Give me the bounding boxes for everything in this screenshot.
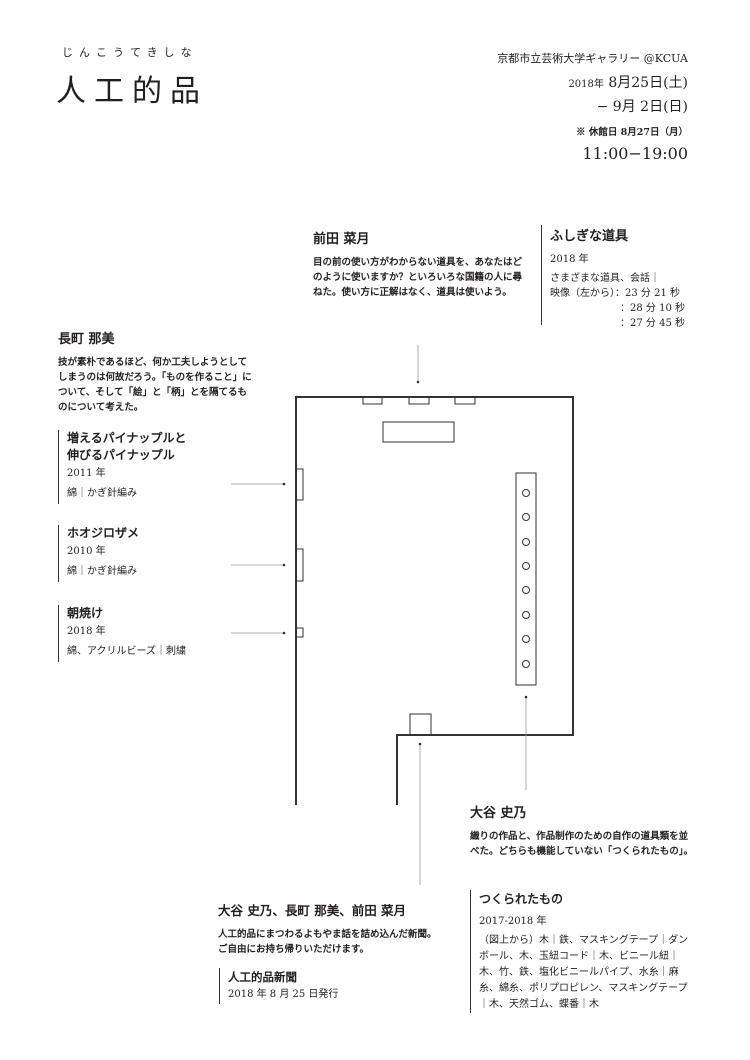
artist-statement: 織りの作品と、作品制作のための自作の道具類を並べた。どちらも機能していない「つく… xyxy=(470,831,693,857)
work-video-3: ：27 分 45 秒 xyxy=(620,318,685,329)
work-title: つくられたもの xyxy=(479,892,564,906)
work-materials: 綿｜かぎ針編み xyxy=(67,566,137,577)
artist-name: 長町 那美 xyxy=(58,332,115,347)
date-year: 2018年 xyxy=(568,79,604,90)
work-title-2: 伸びるパイナップル xyxy=(67,448,175,462)
work-tsukurareta: つくられたもの 2017-2018 年 （図上から）木｜鉄、マスキングテープ｜ダ… xyxy=(470,890,694,1013)
joint-project: 大谷 史乃、長町 那美、前田 菜月 人工的品にまつわるよもやま話を詰め込んだ新聞… xyxy=(218,900,443,957)
table xyxy=(382,421,455,443)
work-year: 2018 年 xyxy=(550,254,589,265)
work-year: 2018 年 xyxy=(67,626,106,637)
work-title: ホオジロザメ xyxy=(67,526,140,540)
artist-otani: 大谷 史乃 織りの作品と、作品制作のための自作の道具類を並べた。どちらも機能して… xyxy=(470,802,695,859)
artist-names: 大谷 史乃、長町 那美、前田 菜月 xyxy=(218,903,407,918)
joint-statement: 人工的品にまつわるよもやま話を詰め込んだ新聞。ご自由にお持ち帰りいただけます。 xyxy=(218,929,437,955)
gallery-wall xyxy=(295,396,574,805)
work-title: ふしぎな道具 xyxy=(550,229,629,244)
work-hoojirozame: ホオジロザメ 2010 年 綿｜かぎ針編み xyxy=(58,525,139,582)
wall-piece xyxy=(295,627,304,638)
work-title: 増えるパイナップルと xyxy=(67,431,187,445)
work-materials: 綿、アクリルビーズ｜刺繍 xyxy=(67,646,186,657)
work-materials: 綿｜かぎ針編み xyxy=(67,488,137,499)
opening-hours: 11:00−19:00 xyxy=(582,144,688,163)
work-year: 2017-2018 年 xyxy=(479,916,547,927)
artist-nagamachi: 長町 那美 技が素朴であるほど、何か工夫しようとしてしまうのは何故だろう。「もの… xyxy=(58,328,253,415)
wall-piece xyxy=(362,396,383,405)
date-end: − 9月 2日(日) xyxy=(596,99,688,115)
work-video-2: ：28 分 10 秒 xyxy=(620,303,685,314)
page-title: 人工的品 xyxy=(56,74,208,109)
artist-name: 前田 菜月 xyxy=(313,232,370,247)
work-title: 人工的品新聞 xyxy=(228,970,297,984)
closed-day: ※ 休館日 8月27日（月） xyxy=(576,127,688,138)
newspaper-stand xyxy=(409,713,432,736)
long-table xyxy=(515,472,537,686)
wall-piece xyxy=(295,548,304,582)
work-year: 2010 年 xyxy=(67,546,106,557)
wall-piece xyxy=(454,396,476,405)
title-ruby: じんこうてきしな xyxy=(62,46,198,59)
artist-maeda: 前田 菜月 目の前の使い方がわからない道具を、あなたはどのように使いますか？とい… xyxy=(313,228,528,300)
tool-markers xyxy=(522,489,530,668)
work-materials: さまざまな道具、会話｜ xyxy=(550,273,660,284)
work-materials: （図上から）木｜鉄、マスキングテープ｜ダンボール、木、玉紐コード｜木、ビニール紐… xyxy=(479,935,689,1010)
work-fushigi: ふしぎな道具 2018 年 さまざまな道具、会話｜ 映像（左から）：23 分 2… xyxy=(541,225,685,329)
venue: 京都市立芸術大学ギャラリー @KCUA xyxy=(497,52,688,65)
work-date: 2018 年 8 月 25 日発行 xyxy=(228,989,339,1000)
date-start: 2018年 8月25日(土) xyxy=(568,72,688,92)
artist-statement: 目の前の使い方がわからない道具を、あなたはどのように使いますか？といろいろな国籍… xyxy=(313,257,523,298)
artist-statement: 技が素朴であるほど、何か工夫しようとしてしまうのは何故だろう。「ものを作ること」… xyxy=(58,357,252,413)
work-video: 映像（左から）：23 分 21 秒 xyxy=(550,288,680,299)
artist-name: 大谷 史乃 xyxy=(470,806,527,821)
work-year: 2011 年 xyxy=(67,468,106,479)
date-start-day: 8月25日(土) xyxy=(608,75,688,91)
work-asayake: 朝焼け 2018 年 綿、アクリルビーズ｜刺繍 xyxy=(58,605,186,662)
work-pineapple: 増えるパイナップルと 伸びるパイナップル 2011 年 綿｜かぎ針編み xyxy=(58,430,186,504)
work-newspaper: 人工的品新聞 2018 年 8 月 25 日発行 xyxy=(219,968,338,1004)
wall-piece xyxy=(295,468,304,501)
wall-piece xyxy=(408,396,430,405)
work-title: 朝焼け xyxy=(67,606,104,620)
